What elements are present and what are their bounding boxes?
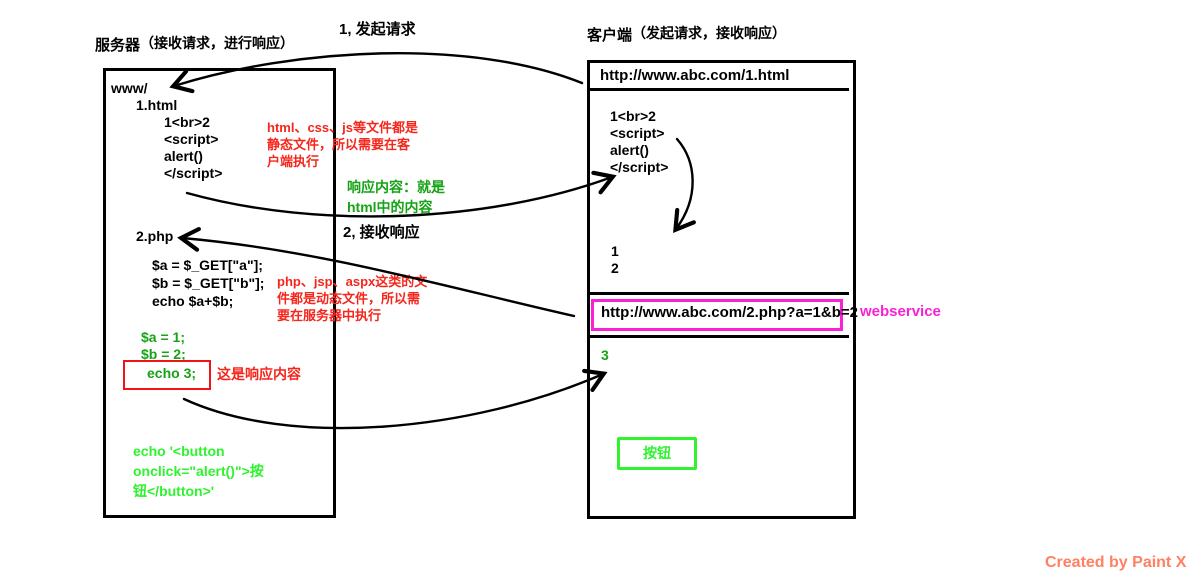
client-url-bar-1: http://www.abc.com/1.html xyxy=(600,67,790,84)
server-button-code-line: 钮</button>' xyxy=(133,483,215,499)
client-rendered-line: 2 xyxy=(611,260,619,276)
server-html-file: 1.html xyxy=(136,97,178,113)
server-exec-code-line: $b = 2; xyxy=(141,346,186,362)
client-divider-1 xyxy=(588,88,849,91)
echo-response-note: 这是响应内容 xyxy=(217,366,301,382)
server-html-code-line: alert() xyxy=(164,148,203,164)
server-php-code-line: $b = $_GET["b"]; xyxy=(152,275,265,291)
server-subtitle: （接收请求，进行响应） xyxy=(140,35,295,51)
server-button-code-line: echo '<button xyxy=(133,443,225,459)
server-html-code-line: 1<br>2 xyxy=(164,114,210,130)
server-php-code-line: $a = $_GET["a"]; xyxy=(152,257,263,273)
dynamic-files-note-line: php、jsp、aspx这类的文 xyxy=(277,274,428,289)
rendered-button: 按钮 xyxy=(617,437,697,470)
step1-label: 1, 发起请求 xyxy=(339,21,416,38)
client-divider-3 xyxy=(588,335,849,338)
static-files-note-line: 静态文件，所以需要在客 xyxy=(267,137,411,152)
step2-label: 2, 接收响应 xyxy=(343,224,420,241)
client-box xyxy=(587,60,856,519)
server-echo-result: echo 3; xyxy=(147,365,197,381)
client-html-code-line: alert() xyxy=(610,142,649,158)
server-php-file: 2.php xyxy=(136,228,174,244)
rendered-button-label: 按钮 xyxy=(643,445,671,462)
dynamic-files-note-line: 件都是动态文件，所以需 xyxy=(277,291,421,306)
client-subtitle: （发起请求，接收响应） xyxy=(632,25,787,41)
client-url-bar-2: http://www.abc.com/2.php?a=1&b=2 xyxy=(601,304,858,321)
client-title: 客户端 xyxy=(587,27,633,44)
static-files-note-line: 户端执行 xyxy=(267,154,320,169)
server-html-code-line: </script> xyxy=(164,165,223,181)
server-html-code-line: <script> xyxy=(164,131,219,147)
client-rendered-line: 1 xyxy=(611,243,619,259)
client-header: 客户端（发起请求，接收响应） xyxy=(587,25,787,45)
client-html-code-line: 1<br>2 xyxy=(610,108,656,124)
webservice-label: webservice xyxy=(860,303,941,320)
server-php-code-line: echo $a+$b; xyxy=(152,293,234,309)
paintx-credit: Created by Paint X xyxy=(1045,554,1187,571)
static-files-note-line: html、css、js等文件都是 xyxy=(267,120,418,135)
response-content-note-line: html中的内容 xyxy=(347,199,433,215)
server-header: 服务器（接收请求，进行响应） xyxy=(95,35,295,55)
client-url-box-2 xyxy=(591,299,843,331)
client-response-value: 3 xyxy=(601,347,609,363)
dynamic-files-note-line: 要在服务器中执行 xyxy=(277,308,382,323)
server-exec-code-line: $a = 1; xyxy=(141,329,185,345)
response-content-note-line: 响应内容：就是 xyxy=(347,179,445,195)
server-root-dir: www/ xyxy=(111,80,148,96)
client-html-code-line: </script> xyxy=(610,159,669,175)
client-divider-2 xyxy=(588,292,849,295)
server-button-code-line: onclick="alert()">按 xyxy=(133,463,264,479)
client-html-code-line: <script> xyxy=(610,125,665,141)
server-title: 服务器 xyxy=(95,37,141,54)
